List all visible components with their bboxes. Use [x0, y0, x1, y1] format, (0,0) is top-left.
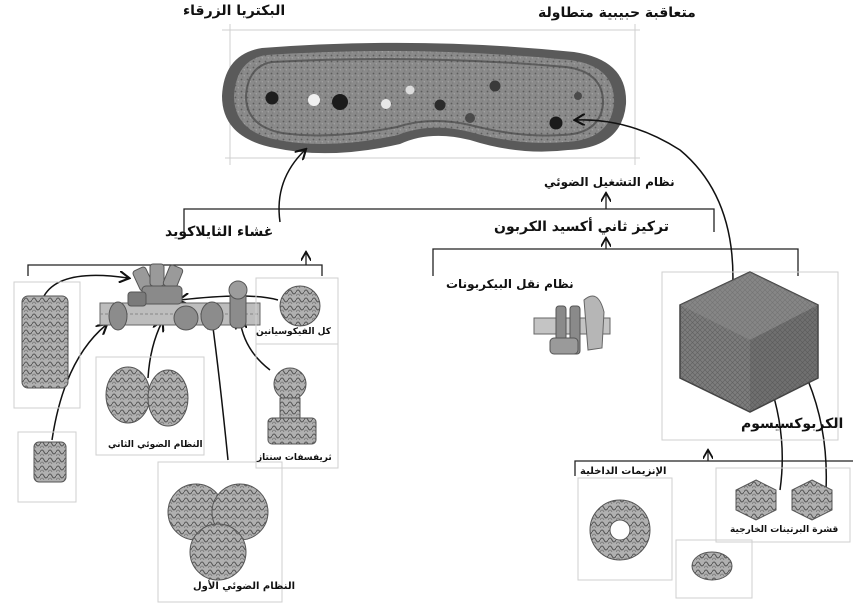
thylakoid-membrane-image	[100, 264, 260, 330]
label-elongated-granules: متعاقبة حبيبية متطاولة	[538, 6, 696, 20]
label-outer-protein-shell: قشرة البرتينات الخارجية	[730, 526, 838, 535]
label-bicarbonate-transport: نظام نقل البيكربونات	[446, 278, 574, 290]
label-photosynthesis-system: نظام التشغيل الضوئي	[544, 176, 675, 188]
cyanobacterium-cell-image	[222, 43, 626, 153]
label-internal-enzymes: الإنزيمات الداخلية	[580, 467, 666, 477]
carboxysome-image	[680, 272, 818, 412]
label-phycocyanin: كل الفيكوسيانين	[256, 328, 331, 337]
atp-synthase-structure	[268, 368, 316, 444]
label-co2-concentration: تركيز ثاني أكسيد الكربون	[494, 220, 669, 234]
label-atp-synthase: ثريفسفات سنتاز	[257, 454, 332, 463]
label-photosystem-i: النظام الضوئي الأول	[193, 582, 295, 592]
label-photosystem-ii: النظام الضوئي الثاني	[108, 441, 203, 450]
label-carboxysome: الكربوكسيسوم	[741, 417, 843, 431]
label-thylakoid-membrane: غشاء الثايلاكويد	[165, 225, 273, 239]
label-cyanobacteria: البكتريا الزرقاء	[183, 4, 285, 18]
bicarbonate-transporter-image	[534, 296, 610, 354]
photosystem-ii-structure	[106, 367, 188, 426]
phycobilisome-complex	[128, 264, 184, 306]
outer-shell-structure	[736, 480, 832, 520]
photosystem-i-structure	[168, 484, 268, 580]
